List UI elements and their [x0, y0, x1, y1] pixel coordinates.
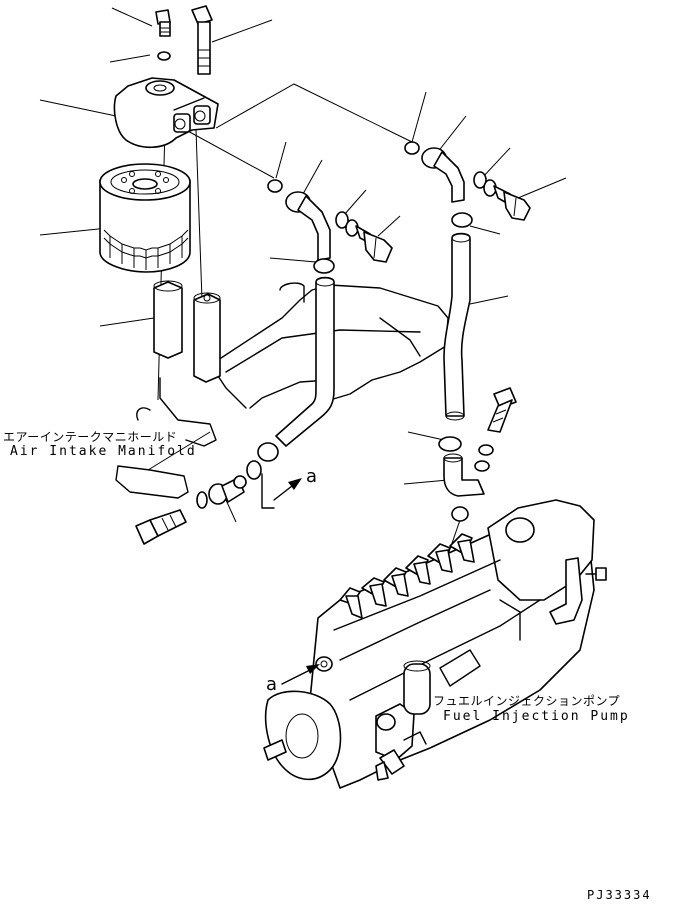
washer-pump-b [474, 460, 490, 472]
hose-clamp-right-lower [438, 436, 462, 452]
air-intake-manifold-label-en: Air Intake Manifold [10, 444, 197, 459]
washer [157, 51, 171, 61]
fuel-hose-right [443, 232, 471, 421]
fuel-hose-left [275, 276, 335, 447]
arrow-a-label-upper: a [306, 466, 318, 487]
elbow-fitting-pump [443, 453, 485, 497]
arrow-a-upper [261, 473, 302, 509]
banjo-bolt-lower-left [135, 509, 187, 545]
arrow-a-label-lower: a [266, 674, 278, 695]
drawing-number: PJ33334 [587, 888, 652, 902]
fuel-injection-pump [263, 499, 607, 789]
washer-pump-a [478, 444, 494, 456]
filter-head [113, 77, 219, 149]
spacer-left [153, 280, 183, 359]
banjo-bolt-left [355, 225, 393, 263]
arrow-a-lower [281, 664, 320, 685]
filter-head-bolt-long [191, 5, 213, 75]
fitting-lower-left [208, 475, 247, 505]
banjo-bolt-pump [487, 387, 517, 433]
gasket-left [267, 179, 283, 193]
washer-lower-left-a [196, 491, 208, 509]
banjo-fitting-left [285, 191, 331, 261]
hose-clamp-left-lower [257, 442, 279, 462]
hose-clamp-right-upper [451, 212, 473, 228]
washer-right-a [473, 171, 487, 189]
hose-clamp-left-upper [313, 258, 335, 274]
banjo-bolt-right [493, 185, 531, 221]
filter-head-bolt-short [155, 9, 171, 37]
gasket-right [404, 141, 420, 155]
gasket-pump [451, 506, 469, 522]
air-intake-manifold-label-jp: エアーインテークマニホールド [3, 430, 178, 444]
fuel-filter-cartridge [99, 163, 191, 273]
air-intake-manifold-outline [115, 282, 449, 499]
spacer-right [193, 292, 221, 383]
fuel-injection-pump-label-en: Fuel Injection Pump [443, 709, 630, 724]
banjo-fitting-right [421, 147, 465, 203]
washer-left-a [335, 211, 349, 229]
fuel-injection-pump-label-jp: フュエルインジェクションポンプ [433, 694, 621, 708]
gasket-left-lower [246, 460, 262, 480]
